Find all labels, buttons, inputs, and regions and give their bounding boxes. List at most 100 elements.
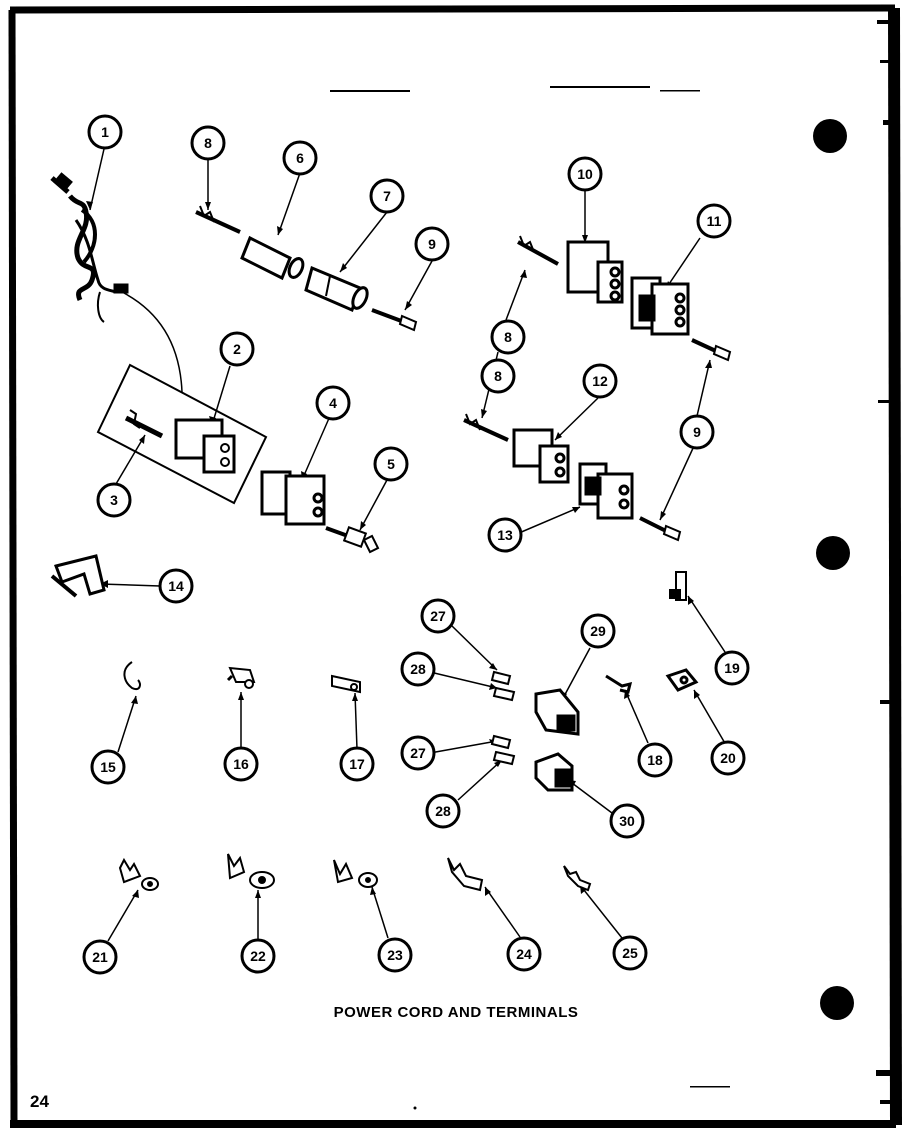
callout-circle — [487, 517, 523, 553]
callout-circle — [580, 613, 616, 649]
callout-20: 20 — [710, 740, 746, 776]
wire-hook-15 — [123, 661, 141, 690]
callout-label: 29 — [590, 623, 606, 639]
callout-circle — [490, 319, 526, 355]
terminal-28a — [492, 686, 516, 702]
callout-label: 21 — [92, 949, 108, 965]
three-pin-block-10 — [566, 240, 624, 304]
callout-circle — [369, 178, 405, 214]
sleeve-7 — [304, 265, 369, 313]
callout-circle — [282, 140, 318, 176]
housing-29 — [534, 688, 580, 736]
callout-9: 9 — [679, 414, 715, 450]
callout-label: 1 — [101, 124, 109, 140]
socket-terminal-9c — [639, 516, 682, 542]
callout-circle — [400, 651, 436, 687]
terminal-18 — [605, 674, 633, 694]
callout-8: 8 — [190, 125, 226, 161]
callout-label: 7 — [383, 188, 391, 204]
pin-terminal-5 — [325, 526, 380, 554]
callout-label: 28 — [410, 661, 426, 677]
callout-label: 3 — [110, 492, 118, 508]
callout-label: 14 — [168, 578, 184, 594]
callout-circle — [400, 735, 436, 771]
callout-label: 4 — [329, 395, 337, 411]
callout-circle — [679, 414, 715, 450]
diagram-caption: POWER CORD AND TERMINALS — [333, 1004, 579, 1021]
callout-label: 9 — [693, 424, 701, 440]
callout-circle — [612, 935, 648, 971]
pin-terminal-8c — [463, 413, 509, 442]
pin-terminal-8b — [517, 235, 559, 266]
callout-circle — [315, 385, 351, 421]
clip-14 — [50, 554, 106, 598]
callout-2: 2 — [219, 331, 255, 367]
two-pin-block-12 — [512, 428, 570, 484]
callout-circle — [190, 125, 226, 161]
callout-label: 11 — [707, 213, 722, 229]
callout-14: 14 — [158, 568, 194, 604]
callout-15: 15 — [90, 749, 126, 785]
callout-circle — [696, 203, 732, 239]
callout-19: 19 — [714, 650, 750, 686]
callout-label: 2 — [233, 341, 241, 357]
right-border — [888, 7, 902, 1126]
callout-30: 30 — [609, 803, 645, 839]
terminal-25 — [563, 865, 592, 892]
callout-circle — [582, 363, 618, 399]
callout-12: 12 — [582, 363, 618, 399]
callout-circle — [219, 331, 255, 367]
terminal-20 — [665, 668, 699, 692]
callout-22: 22 — [240, 938, 276, 974]
callout-label: 25 — [622, 945, 638, 961]
callout-7: 7 — [369, 178, 405, 214]
leader-lines — [89, 148, 727, 942]
callout-25: 25 — [612, 935, 648, 971]
callout-5: 5 — [373, 446, 409, 482]
callout-label: 8 — [494, 368, 502, 384]
callout-8: 8 — [480, 358, 516, 394]
callout-label: 28 — [435, 803, 451, 819]
callout-27: 27 — [420, 598, 456, 634]
callout-label: 17 — [349, 756, 365, 772]
callout-16: 16 — [223, 746, 259, 782]
socket-terminal-9b — [691, 338, 732, 362]
two-pin-plug — [260, 470, 326, 526]
callout-circle — [223, 746, 259, 782]
callout-circle — [420, 598, 456, 634]
callout-8: 8 — [490, 319, 526, 355]
callout-circle — [87, 114, 123, 150]
callout-4: 4 — [315, 385, 351, 421]
callout-circle — [609, 803, 645, 839]
housing-30 — [534, 752, 574, 792]
callout-label: 19 — [724, 660, 740, 676]
page-number: 24 — [30, 1092, 49, 1111]
scan-dots — [330, 86, 730, 1110]
callout-circle — [637, 742, 673, 778]
callout-circle — [90, 749, 126, 785]
callout-label: 9 — [428, 236, 436, 252]
binder-hole-top — [813, 119, 847, 153]
ring-terminal-23 — [333, 859, 378, 888]
callout-18: 18 — [637, 742, 673, 778]
callout-6: 6 — [282, 140, 318, 176]
callout-label: 6 — [296, 150, 304, 166]
power-cord-coil — [50, 172, 129, 323]
ring-terminal-22 — [227, 853, 275, 889]
callout-label: 18 — [647, 752, 663, 768]
callout-label: 10 — [577, 166, 593, 182]
left-border — [8, 9, 18, 1126]
callout-label: 20 — [720, 750, 736, 766]
callout-label: 24 — [516, 946, 532, 962]
callout-label: 5 — [387, 456, 395, 472]
callout-circle — [710, 740, 746, 776]
callout-label: 8 — [504, 329, 512, 345]
callout-circle — [82, 939, 118, 975]
terminal-24 — [447, 857, 484, 892]
connector-kit-box — [96, 363, 268, 505]
terminal-27a — [490, 670, 512, 686]
callout-circle — [714, 650, 750, 686]
callout-3: 3 — [96, 482, 132, 518]
two-pin-block-13 — [578, 462, 634, 520]
callout-21: 21 — [82, 939, 118, 975]
